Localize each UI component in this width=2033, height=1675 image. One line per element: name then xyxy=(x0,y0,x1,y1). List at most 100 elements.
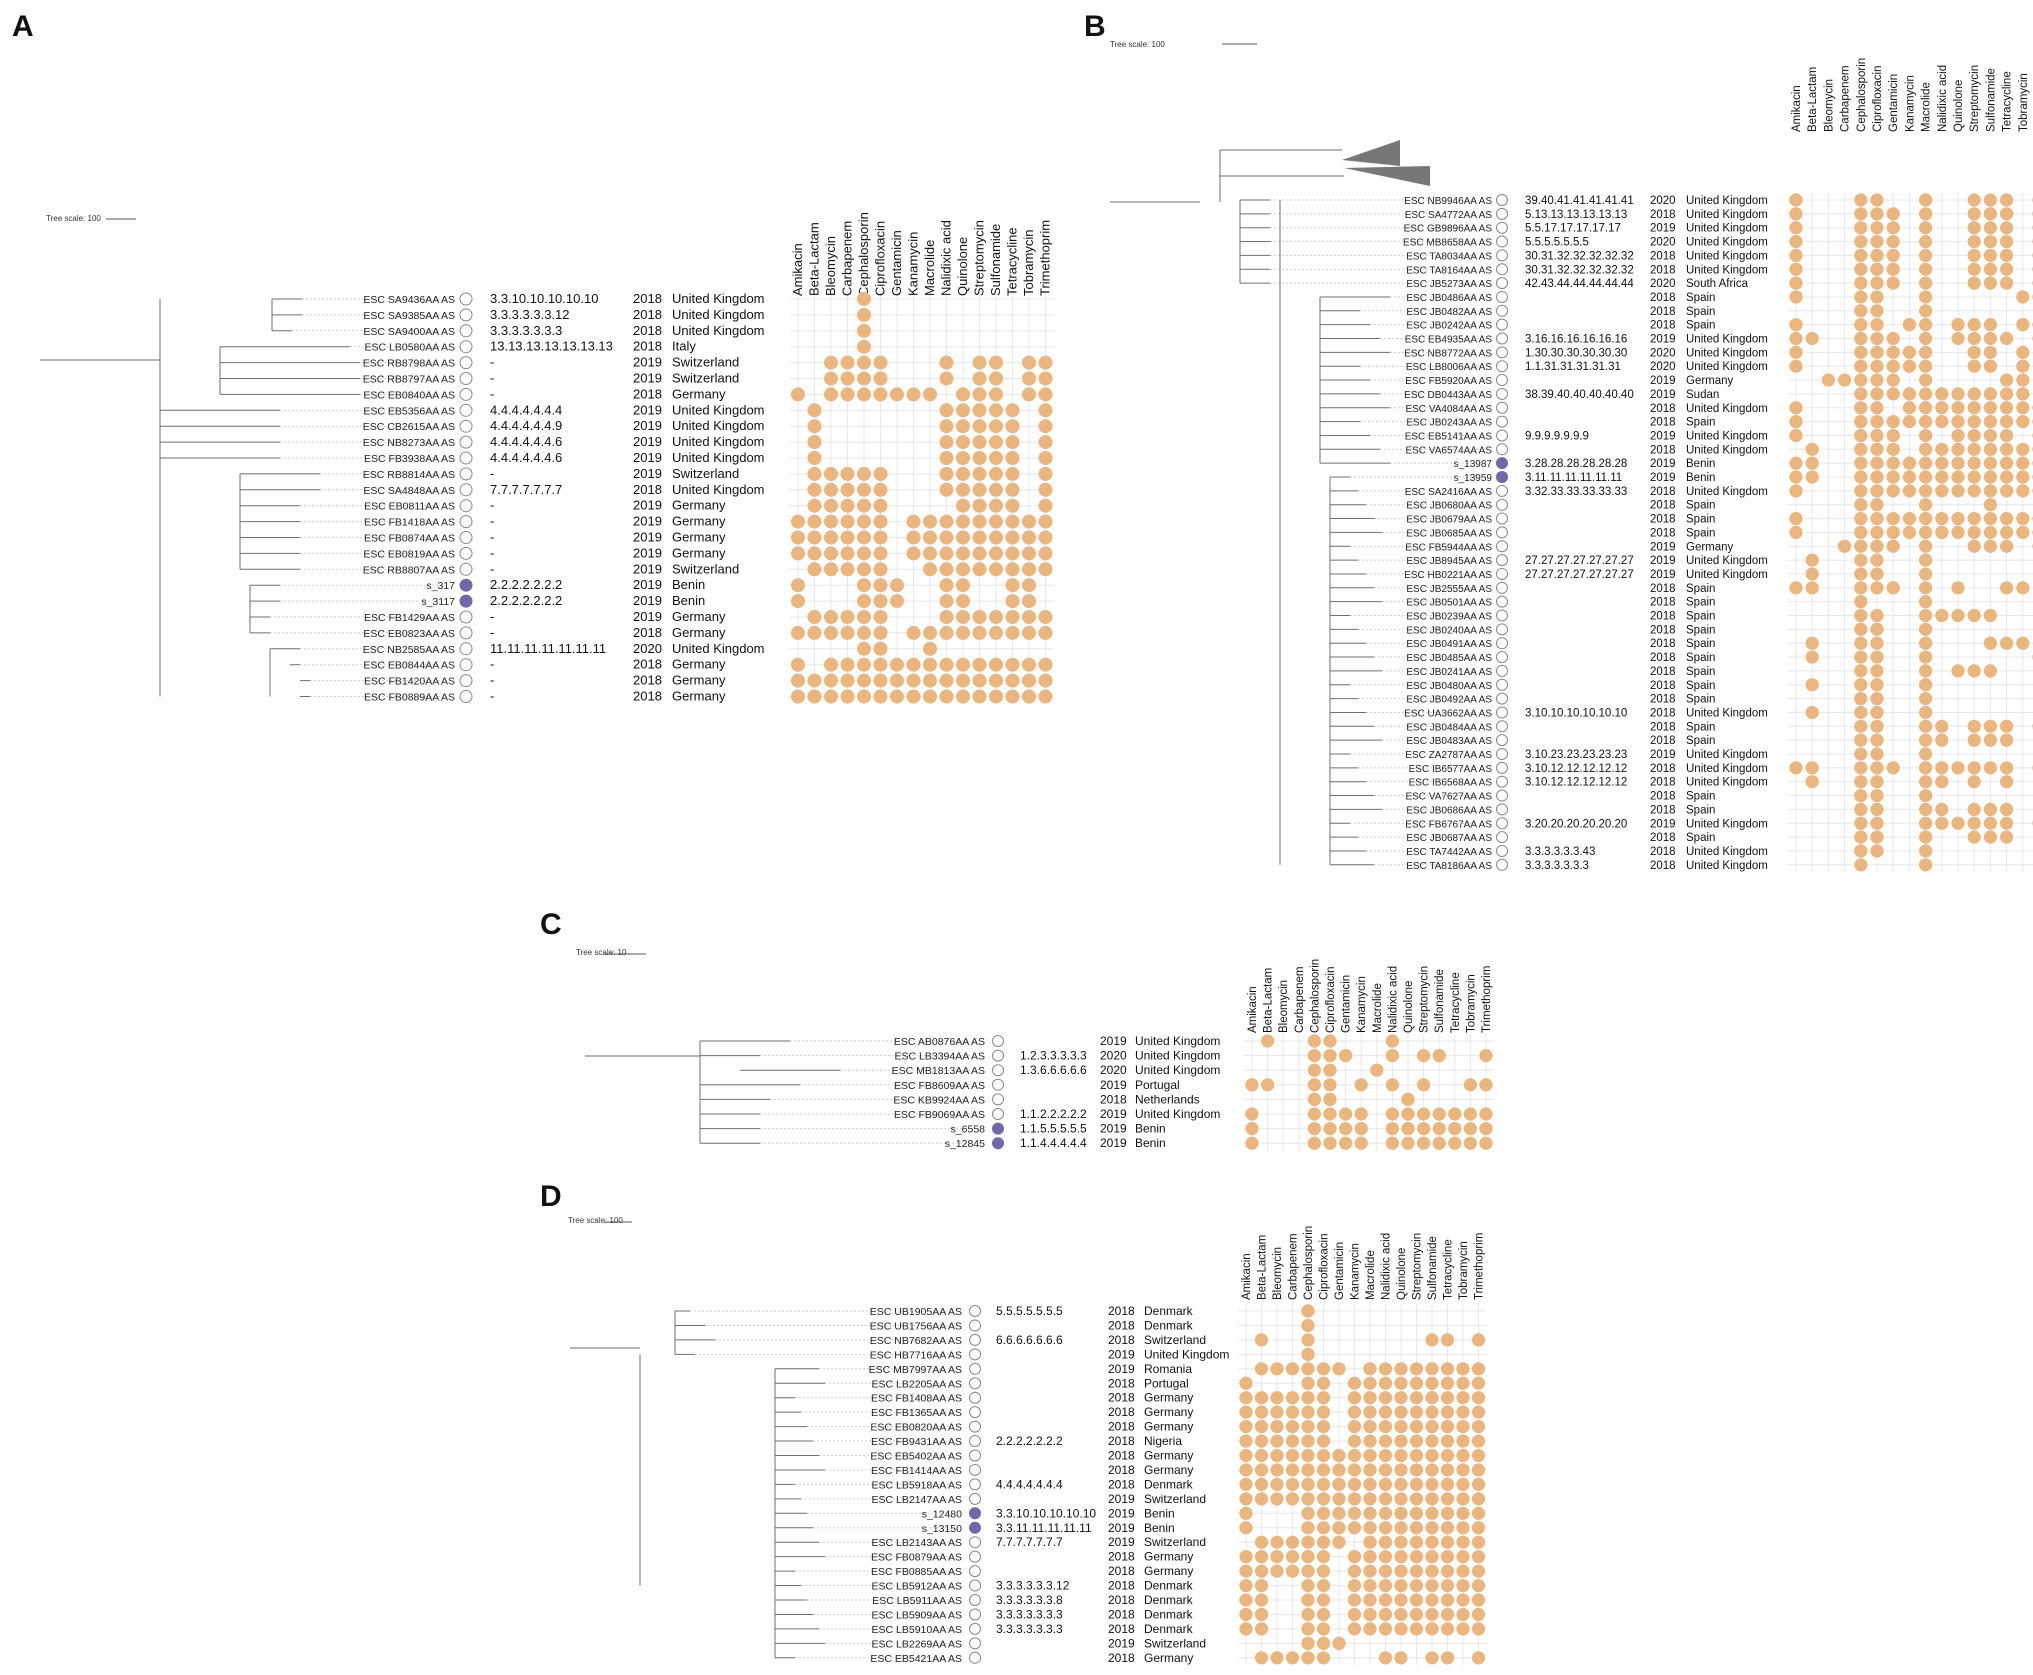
collection-year: 2018 xyxy=(1108,1391,1135,1405)
resistance-dot xyxy=(2000,442,2014,456)
resistance-dot xyxy=(1471,1506,1486,1520)
resistance-dot xyxy=(1870,788,1884,803)
resistance-dot xyxy=(1870,705,1884,720)
resistance-dot xyxy=(939,451,954,465)
resistance-dot xyxy=(1254,1434,1269,1448)
resistance-dot xyxy=(1870,456,1884,470)
resistance-dot xyxy=(1789,761,1803,775)
reference-sample-marker xyxy=(459,435,473,449)
resistance-dot xyxy=(873,546,888,561)
resistance-dot xyxy=(1854,470,1868,484)
resistance-dot xyxy=(807,498,822,513)
collection-year: 2019 xyxy=(1650,569,1676,581)
sequence-type: 3.10.12.12.12.12.12 xyxy=(1525,777,1627,789)
resistance-dot xyxy=(1285,1651,1300,1665)
resistance-dot xyxy=(1870,733,1884,747)
sequence-type: 3.3.3.3.3.3.43 xyxy=(1525,846,1595,858)
resistance-dot xyxy=(873,514,888,529)
resistance-dot xyxy=(956,673,970,688)
sample-name: ESC UA3662AA AS xyxy=(1404,708,1492,719)
collection-country: United Kingdom xyxy=(1686,195,1768,207)
sample-name: ESC FB1414AA AS xyxy=(871,1465,962,1477)
resistance-dot xyxy=(1854,345,1868,359)
resistance-dot xyxy=(1870,511,1884,526)
resistance-dot xyxy=(1254,1362,1269,1376)
resistance-dot xyxy=(1854,498,1868,512)
sample-name: s_13150 xyxy=(922,1523,962,1535)
collection-year: 2019 xyxy=(633,498,662,513)
resistance-dot xyxy=(1005,514,1020,529)
sample-name: s_3117 xyxy=(421,596,455,608)
drug-column-label: Cephalosporin xyxy=(1309,959,1321,1033)
resistance-dot xyxy=(906,657,921,672)
sequence-type: 3.3.10.10.10.10.10 xyxy=(490,291,598,306)
resistance-dot xyxy=(972,482,987,497)
resistance-dot xyxy=(1005,435,1020,450)
resistance-dot xyxy=(857,673,871,688)
resistance-dot xyxy=(1902,387,1916,401)
resistance-dot xyxy=(2000,401,2014,415)
resistance-dot xyxy=(1463,1078,1477,1092)
resistance-dot xyxy=(1854,595,1868,609)
resistance-dot xyxy=(873,610,888,624)
drug-column-label: Macrolide xyxy=(922,240,937,296)
resistance-dot xyxy=(1471,1607,1486,1622)
collection-country: Germany xyxy=(672,386,726,401)
resistance-dot xyxy=(1347,1463,1362,1477)
resistance-dot xyxy=(1935,456,1949,470)
reference-sample-marker xyxy=(459,467,473,481)
collection-country: United Kingdom xyxy=(672,434,765,449)
collection-year: 2020 xyxy=(1650,347,1676,359)
drug-column-label: Streptomycin xyxy=(1412,1233,1424,1300)
resistance-dot xyxy=(1038,466,1053,481)
resistance-dot xyxy=(1919,345,1933,359)
sequence-type: - xyxy=(490,371,494,386)
resistance-dot xyxy=(1301,1636,1315,1650)
reference-sample-marker xyxy=(1496,526,1508,539)
reference-sample-marker xyxy=(459,562,473,576)
sample-name: ESC LB8006AA AS xyxy=(1406,362,1493,373)
resistance-dot xyxy=(1935,733,1949,747)
resistance-dot xyxy=(2000,719,2014,733)
sample-name: ESC NB2585AA AS xyxy=(363,644,455,656)
resistance-dot xyxy=(1323,1078,1337,1092)
resistance-dot xyxy=(1301,1405,1315,1419)
resistance-dot xyxy=(1378,1651,1393,1665)
resistance-dot xyxy=(1332,1506,1346,1520)
resistance-dot xyxy=(857,689,871,704)
resistance-dot xyxy=(1854,761,1868,775)
sample-name: s_317 xyxy=(426,580,455,592)
resistance-dot xyxy=(1870,747,1884,761)
resistance-dot xyxy=(1967,470,1981,484)
sample-name: ESC EB5402AA AS xyxy=(870,1451,962,1463)
collection-country: Switzerland xyxy=(672,355,739,370)
resistance-dot xyxy=(1440,1593,1455,1607)
reference-sample-marker xyxy=(1496,817,1508,830)
resistance-dot xyxy=(906,530,921,545)
sample-name: ESC FB3938AA AS xyxy=(364,453,455,465)
collection-year: 2018 xyxy=(1650,444,1676,456)
resistance-dot xyxy=(1456,1492,1470,1506)
drug-column-label: Gentamicin xyxy=(1341,975,1353,1033)
resistance-dot xyxy=(1285,1492,1300,1506)
resistance-dot xyxy=(939,355,954,370)
sample-name: ESC SA9436AA AS xyxy=(363,294,455,306)
resistance-dot xyxy=(1239,1607,1253,1622)
resistance-dot xyxy=(989,403,1003,418)
resistance-dot xyxy=(1385,1049,1399,1063)
resistance-dot xyxy=(1967,345,1981,359)
resistance-dot xyxy=(1448,1122,1462,1136)
resistance-dot xyxy=(989,562,1003,577)
resistance-dot xyxy=(1254,1622,1269,1636)
reference-sample-marker xyxy=(1496,235,1508,248)
resistance-dot xyxy=(1347,1564,1362,1578)
collection-year: 2019 xyxy=(633,561,662,576)
sample-name: ESC LB5912AA AS xyxy=(872,1581,962,1593)
resistance-dot xyxy=(1870,678,1884,692)
resistance-dot xyxy=(1805,567,1819,581)
resistance-dot xyxy=(2000,470,2014,484)
resistance-dot xyxy=(1432,1049,1446,1063)
resistance-dot xyxy=(1870,719,1884,733)
sequence-type: 4.4.4.4.4.4.6 xyxy=(490,434,562,449)
resistance-dot xyxy=(1363,1477,1377,1491)
